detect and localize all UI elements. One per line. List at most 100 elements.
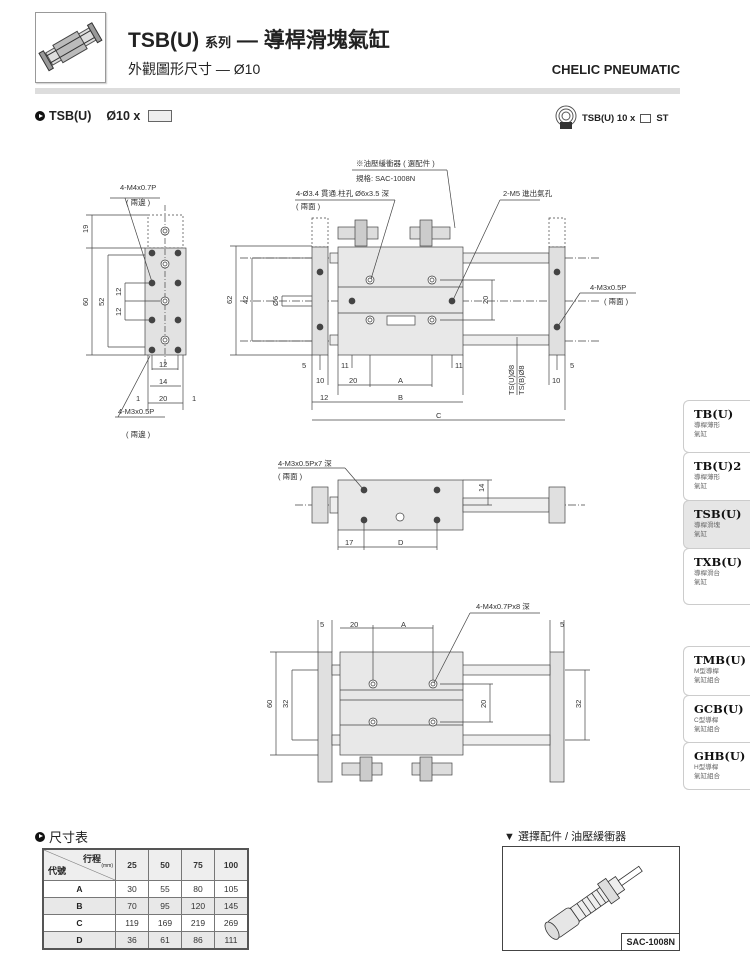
row-code: A	[42, 880, 116, 898]
dim-14: 14	[477, 484, 486, 492]
cell: 111	[214, 931, 249, 950]
dim-5a: 5	[302, 361, 306, 370]
dim-12b: 12	[114, 308, 123, 316]
dim-B: B	[398, 393, 403, 402]
dim-19: 19	[81, 225, 90, 233]
tab-txb-u[interactable]: TXB(U)導桿滑台氣缸	[683, 548, 750, 605]
dim-w14: 14	[159, 377, 167, 386]
product-name: — 導桿滑塊氣缸	[236, 29, 390, 52]
dim-20-front: 20	[481, 296, 490, 304]
label-thread-top: 4-M4x0.7P	[120, 183, 156, 192]
bottom-view	[270, 612, 590, 783]
shock-absorber-icon	[544, 865, 643, 940]
tab-tmb-u[interactable]: TMB(U)M型導桿氣缸組合	[683, 646, 750, 696]
header-divider	[35, 88, 680, 94]
stroke-header: 100	[214, 848, 249, 881]
brand-name: CHELIC PNEUMATIC	[551, 62, 680, 77]
tab-name: GHB(U)	[694, 749, 746, 763]
accessory-model: SAC-1008N	[621, 933, 679, 950]
tab-sub: 導桿滑台	[694, 570, 720, 577]
dim-52: 52	[97, 298, 106, 306]
stroke-header: 50	[148, 848, 182, 881]
table-header-row: 行程 (mm) 代號 25 50 75 100	[42, 848, 249, 881]
dim-d6: Ø6	[271, 296, 280, 306]
top-view	[278, 467, 585, 550]
code-label: 代號	[48, 866, 67, 876]
stroke-header: 75	[181, 848, 215, 881]
stroke-placeholder-box	[148, 110, 173, 122]
label-thread-right: 4-M3x0.5P	[590, 283, 626, 292]
label-rod-b: TS(B)Ø8	[517, 365, 526, 395]
label-shock-spec: 規格: SAC-1008N	[356, 173, 415, 183]
page-subtitle: 外觀圖形尺寸 — Ø10	[128, 61, 261, 77]
label-two-faces: ( 兩面 )	[296, 202, 321, 211]
dim-60: 60	[81, 298, 90, 306]
cell: 86	[181, 931, 215, 950]
stroke-adjust-code: TSB(U) 10 x	[582, 112, 636, 124]
tab-sub: 導桿滑塊	[694, 522, 720, 529]
tab-sub: 氣缸	[694, 483, 707, 490]
cell: 36	[115, 931, 149, 950]
cell: 61	[148, 931, 182, 950]
cell: 119	[115, 914, 149, 932]
label-through-hole: 4-Ø3.4 貫通.柱孔 Ø6x3.5 深	[296, 188, 389, 198]
bullet-icon	[35, 831, 45, 842]
label-rod-u: TS(U)Ø8	[507, 365, 516, 395]
tab-name: TB(U)2	[694, 459, 742, 473]
front-view	[230, 169, 636, 421]
tab-ghb-u[interactable]: GHB(U)H型導桿氣缸組合	[683, 742, 750, 790]
dim-A-bottom: A	[401, 620, 406, 629]
dim-5a-bottom: 5	[320, 620, 324, 629]
end-view-labels: 4-M4x0.7P ( 兩邊 ) 19 60 52 12 12 12 14 20…	[81, 183, 196, 439]
dim-42: 42	[241, 296, 250, 304]
stroke-header: 25	[115, 848, 149, 881]
dim-w1a: 1	[136, 394, 140, 403]
stroke-adjust-suffix: ST	[656, 112, 669, 124]
dim-32b: 32	[574, 700, 583, 708]
stroke-adjust-model: TSB(U) 10 x ST	[553, 105, 668, 131]
cell: 95	[148, 897, 182, 915]
dim-C: C	[436, 411, 442, 420]
dim-5b: 5	[570, 361, 574, 370]
tab-name: TSB(U)	[694, 507, 742, 521]
cell: 219	[181, 914, 215, 932]
tab-gcb-u[interactable]: GCB(U)C型導桿氣缸組合	[683, 695, 750, 743]
stroke-adjust-icon	[555, 105, 577, 129]
label-thread-bottom-view: 4-M4x0.7Px8 深	[476, 602, 530, 611]
tab-sub: 氣缸組合	[694, 677, 720, 684]
row-code: B	[42, 897, 116, 915]
label-shock-absorber: ※油壓緩衝器 ( 選配件 )	[356, 158, 435, 168]
label-port: 2-M5 進出氣孔	[503, 188, 553, 198]
dim-11a: 11	[341, 361, 349, 370]
series-name: TSB(U)	[128, 29, 200, 52]
unit-label: (mm)	[101, 863, 113, 869]
model-code: TSB(U) Ø10 x	[35, 109, 173, 123]
tab-name: TXB(U)	[694, 555, 743, 569]
section-title: 尺寸表	[49, 830, 89, 845]
model-code-text: TSB(U)	[49, 109, 92, 123]
dim-20-bottom: 20	[350, 620, 358, 629]
front-view-labels: ※油壓緩衝器 ( 選配件 ) 規格: SAC-1008N 4-Ø3.4 貫通.柱…	[225, 158, 629, 420]
cell: 70	[115, 897, 149, 915]
cell: 269	[214, 914, 249, 932]
tab-sub: 導桿薄形	[694, 474, 720, 481]
dim-32a: 32	[281, 700, 290, 708]
dim-60-bottom: 60	[265, 700, 274, 708]
dim-12a: 12	[114, 288, 123, 296]
top-view-labels: 4-M3x0.5Px7 深 ( 兩面 ) 14 17 D	[278, 459, 486, 547]
dim-D: D	[398, 538, 404, 547]
dim-w12: 12	[159, 360, 167, 369]
product-thumbnail	[35, 12, 106, 83]
label-thread-bottom: 4-M3x0.5P	[118, 407, 154, 416]
tab-name: GCB(U)	[694, 702, 744, 716]
tab-sub: 氣缸	[694, 431, 707, 438]
end-view	[86, 197, 187, 418]
dim-w20: 20	[159, 394, 167, 403]
tab-tsb-u[interactable]: TSB(U)導桿滑塊氣缸	[683, 500, 750, 549]
dim-w1b: 1	[192, 394, 196, 403]
